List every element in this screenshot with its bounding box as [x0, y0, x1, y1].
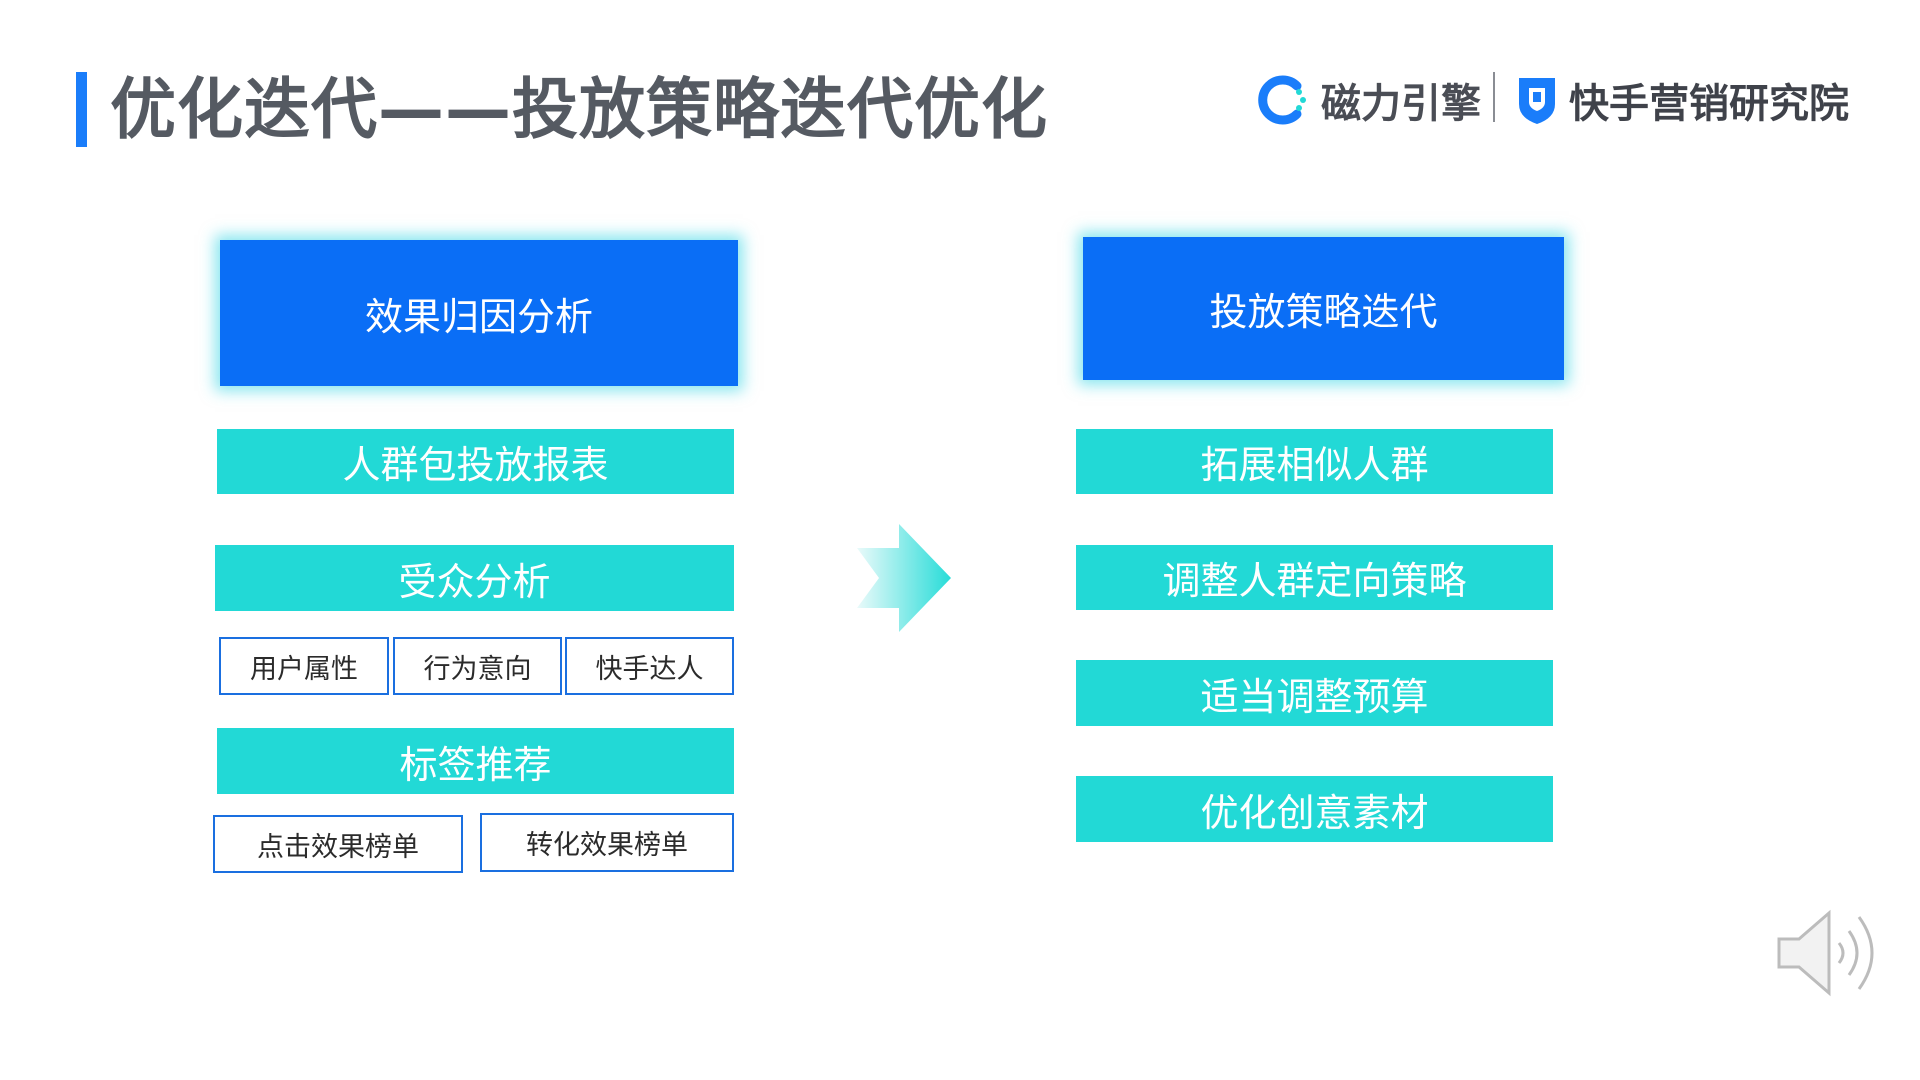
kuaishou-logo-text: 快手营销研究院	[1569, 81, 1849, 127]
kuaishou-logo: 快手营销研究院	[1515, 70, 1849, 130]
adjust-targeting-strategy-bar: 调整人群定向策略	[1076, 545, 1553, 610]
strategy-iteration-header: 投放策略迭代	[1083, 237, 1564, 380]
crowd-package-report-bar: 人群包投放报表	[217, 429, 734, 494]
speaker-icon[interactable]	[1775, 905, 1895, 1000]
logo-divider	[1493, 72, 1495, 122]
optimize-creative-bar: 优化创意素材	[1076, 776, 1553, 842]
expand-similar-audience-bar: 拓展相似人群	[1076, 429, 1553, 494]
user-attributes-box: 用户属性	[219, 637, 389, 695]
behavior-intent-box: 行为意向	[393, 637, 562, 695]
page-title: 优化迭代——投放策略迭代优化	[110, 71, 1048, 148]
arrow-right-icon	[857, 524, 951, 632]
adjust-budget-bar: 适当调整预算	[1076, 660, 1553, 726]
kuaishou-logo-icon	[1519, 78, 1555, 124]
attribution-analysis-header: 效果归因分析	[220, 240, 738, 386]
tag-recommendation-bar: 标签推荐	[217, 728, 734, 794]
click-effect-ranking-box: 点击效果榜单	[213, 815, 463, 873]
title-accent-bar	[76, 72, 87, 147]
cili-logo-icon	[1258, 75, 1306, 125]
audience-analysis-bar: 受众分析	[215, 545, 734, 611]
cili-logo-text: 磁力引擎	[1321, 81, 1481, 127]
kuaishou-influencer-box: 快手达人	[565, 637, 734, 695]
cili-logo: 磁力引擎	[1255, 70, 1481, 130]
conversion-effect-ranking-box: 转化效果榜单	[480, 813, 734, 872]
